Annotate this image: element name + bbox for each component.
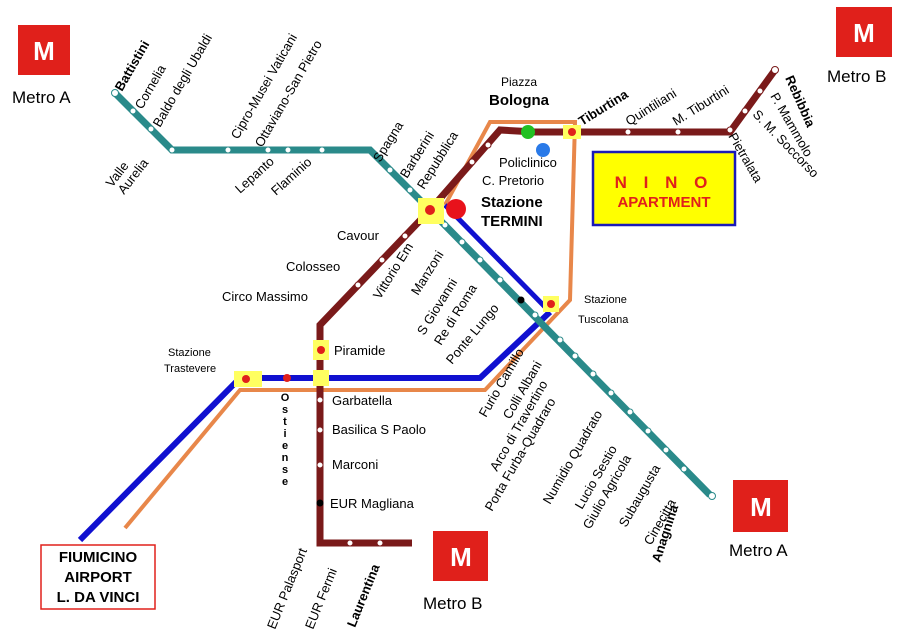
piazza-bologna-marker	[521, 125, 535, 139]
station-label-line-b-eur-palasport: EUR Palasport	[264, 545, 310, 631]
station-label-ostiense-4: e	[282, 440, 288, 452]
metro-b-top-label: Metro B	[827, 67, 887, 86]
metro-a-station-dots	[111, 89, 716, 500]
station-label-ostiense-3: i	[283, 428, 286, 440]
station-label-legend-m-symbol: M	[33, 36, 55, 66]
piazza-label: Piazza	[501, 75, 537, 89]
station-label-legend-m-symbol: M	[853, 18, 875, 48]
metro-a-top-label: Metro A	[12, 88, 71, 107]
apartment-name: N I N O	[615, 173, 714, 192]
station-label-ostiense-5: n	[282, 452, 289, 464]
station-label-line-b-circo: Circo Massimo	[222, 289, 308, 304]
bologna-label: Bologna	[489, 92, 550, 109]
blue-railway-line-north	[443, 203, 552, 314]
station-label-airport-line3: L. DA VINCI	[57, 589, 140, 606]
trastevere-label-2: Trastevere	[164, 363, 216, 375]
station-label-line-a-spagna: Spagna	[370, 118, 407, 165]
termini-label-2: TERMINI	[481, 213, 543, 230]
station-label-line-b-basilica: Basilica S Paolo	[332, 422, 426, 437]
station-label-airport-line1: FIUMICINO	[59, 549, 138, 566]
apartment-label: APARTMENT	[617, 194, 710, 211]
termini-marker	[446, 199, 466, 219]
station-label-line-b-pretorio: C. Pretorio	[482, 173, 544, 188]
station-label-line-b-policlinico: Policlinico	[499, 155, 557, 170]
station-label-ostiense-1: s	[282, 404, 288, 416]
station-label-ostiense-0: O	[281, 392, 290, 404]
station-label-legend-m-symbol: M	[450, 542, 472, 572]
metro-a-bottom-label: Metro A	[729, 541, 788, 560]
station-label-line-a-flaminio: Flaminio	[268, 154, 315, 198]
station-label-legend-m-symbol: M	[750, 492, 772, 522]
metro-logo-bottom-right: M Metro A	[729, 480, 788, 560]
station-label-line-b-m-tiburtini: M. Tiburtini	[670, 82, 732, 128]
nino-apartment-box[interactable]: N I N O APARTMENT	[591, 150, 737, 227]
tuscolana-label-2: Tuscolana	[578, 314, 629, 326]
station-label-line-b-eur-magliana: EUR Magliana	[330, 496, 415, 511]
ponte-lungo-dot	[517, 296, 525, 304]
metro-logo-top-left: M Metro A	[12, 25, 71, 107]
policlinico-marker	[536, 143, 550, 157]
station-label-line-b-colosseo: Colosseo	[286, 259, 340, 274]
station-label-line-b-laurentina: Laurentina	[344, 561, 383, 629]
station-label-line-b-cavour: Cavour	[337, 228, 380, 243]
station-label-airport-line2: AIRPORT	[64, 569, 132, 586]
eur-magliana-dot	[316, 499, 324, 507]
station-label-ostiense-6: s	[282, 464, 288, 476]
metro-logo-bottom-center: M Metro B	[423, 531, 488, 613]
tuscolana-label-1: Stazione	[584, 294, 627, 306]
trastevere-label-1: Stazione	[168, 347, 211, 359]
orange-railway-line	[123, 120, 578, 530]
ostiense-label: O s t i e n s e	[281, 392, 290, 488]
station-label-ostiense-7: e	[282, 476, 288, 488]
blue-railway-line	[77, 309, 553, 543]
station-label-line-b-marconi: Marconi	[332, 457, 378, 472]
fiumicino-airport-box[interactable]: FIUMICINO AIRPORT L. DA VINCI	[40, 544, 156, 610]
station-label-line-b-garbatella: Garbatella	[332, 393, 393, 408]
station-label-line-b-eur-fermi: EUR Fermi	[302, 566, 340, 631]
hub-markers	[234, 125, 581, 387]
station-label-ostiense-2: t	[283, 416, 287, 428]
metro-logo-top-right: M Metro B	[827, 7, 892, 86]
termini-label-1: Stazione	[481, 194, 543, 211]
station-label-line-b-tiburtina: Tiburtina	[576, 86, 632, 128]
station-label-line-b-piramide: Piramide	[334, 343, 385, 358]
metro-b-bottom-label: Metro B	[423, 594, 483, 613]
station-label-line-b-quintiliani: Quintiliani	[623, 86, 679, 129]
